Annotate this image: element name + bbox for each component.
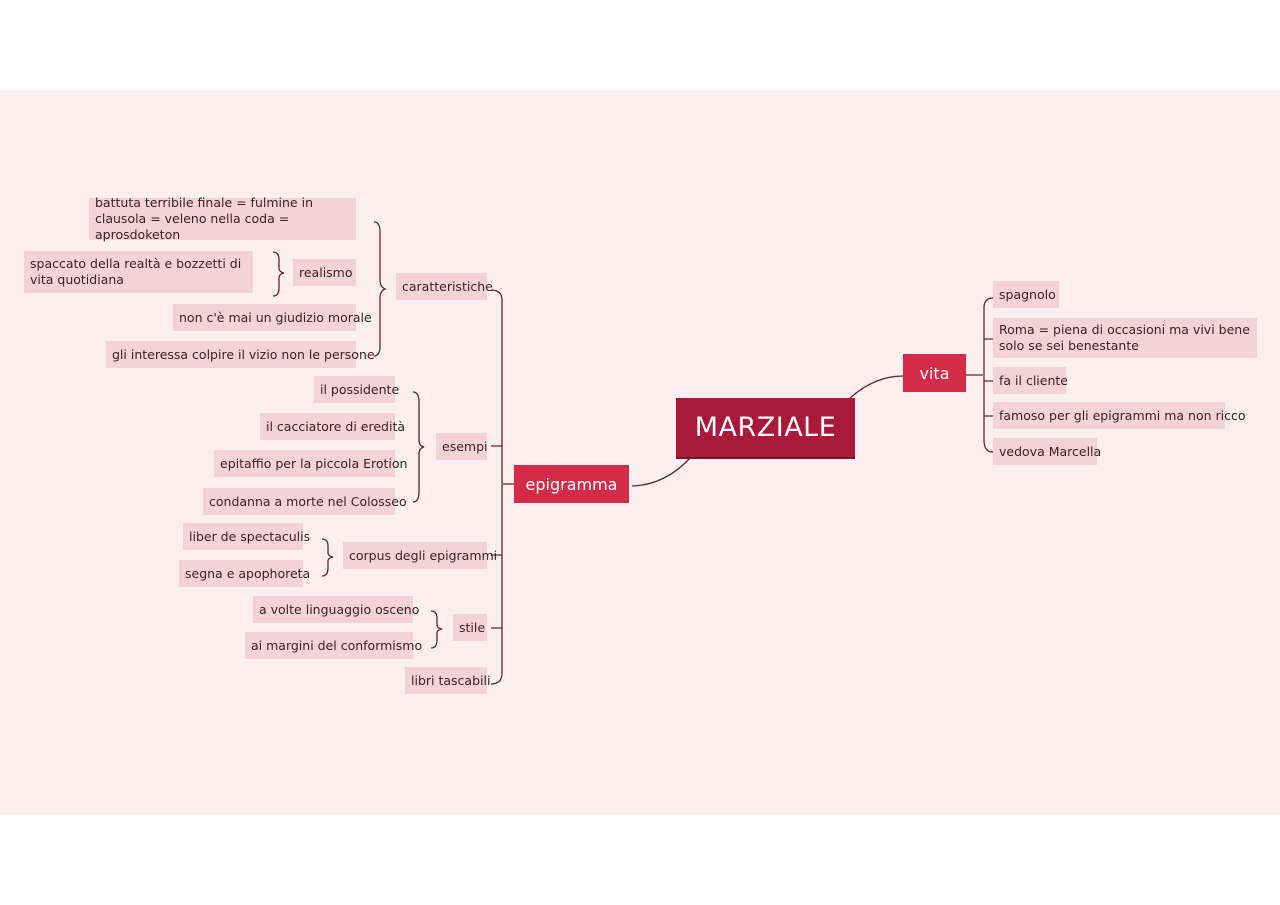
subtopic-stile[interactable]: stile [453, 614, 487, 641]
vita-item-roma[interactable]: Roma = piena di occasioni ma vivi bene s… [993, 318, 1257, 358]
realismo-detail[interactable]: spaccato della realtà e bozzetti di vita… [24, 251, 253, 293]
topic-epigramma[interactable]: epigramma [514, 465, 629, 503]
vita-item-cliente[interactable]: fa il cliente [993, 367, 1068, 394]
subtopic-corpus[interactable]: corpus degli epigrammi [343, 542, 497, 569]
subtopic-caratteristiche[interactable]: caratteristiche [396, 273, 493, 300]
corpus-item-spectaculis[interactable]: liber de spectaculis [183, 523, 310, 550]
vita-item-marcella[interactable]: vedova Marcella [993, 438, 1101, 465]
caratteristiche-giudizio[interactable]: non c'è mai un giudizio morale [173, 304, 372, 331]
stile-item-conformismo[interactable]: ai margini del conformismo [245, 632, 422, 659]
topic-vita[interactable]: vita [903, 354, 966, 392]
subtopic-realismo[interactable]: realismo [293, 259, 356, 286]
subtopic-esempi[interactable]: esempi [436, 433, 487, 460]
esempi-item-possidente[interactable]: il possidente [314, 376, 399, 403]
central-topic[interactable]: MARZIALE [676, 398, 855, 459]
corpus-item-apophoreta[interactable]: segna e apophoreta [179, 560, 310, 587]
vita-item-famoso[interactable]: famoso per gli epigrammi ma non ricco [993, 402, 1246, 429]
esempi-item-colosseo[interactable]: condanna a morte nel Colosseo [203, 488, 407, 515]
stile-item-osceno[interactable]: a volte linguaggio osceno [253, 596, 419, 623]
caratteristiche-vizio[interactable]: gli interessa colpire il vizio non le pe… [106, 341, 375, 368]
esempi-item-erotion[interactable]: epitaffio per la piccola Erotion [214, 450, 407, 477]
subtopic-libri-tascabili[interactable]: libri tascabili [405, 667, 490, 694]
vita-item-spagnolo[interactable]: spagnolo [993, 281, 1059, 308]
caratteristiche-battuta[interactable]: battuta terribile finale = fulmine in cl… [89, 195, 356, 242]
esempi-item-cacciatore[interactable]: il cacciatore di eredità [260, 413, 405, 440]
